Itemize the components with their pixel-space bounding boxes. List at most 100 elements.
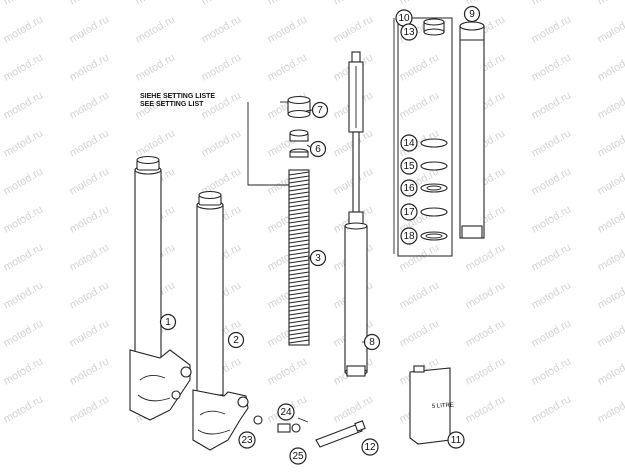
watermark-text: motod.ru — [397, 51, 441, 83]
watermark-text: motod.ru — [397, 0, 441, 8]
callout-number: 24 — [280, 407, 292, 418]
callout-1: 1 — [159, 313, 177, 331]
spring-coil — [288, 247, 310, 252]
callout-13: 13 — [400, 23, 418, 41]
watermark-text: motod.ru — [529, 203, 573, 235]
watermark-text: motod.ru — [529, 317, 573, 349]
spring-coil — [288, 259, 310, 264]
seal-kit-box — [393, 17, 453, 257]
spring-seat — [289, 129, 309, 158]
watermark-text: motod.ru — [595, 89, 625, 121]
callout-number: 11 — [451, 435, 462, 446]
callout-number: 9 — [469, 9, 475, 20]
watermark-text: motod.ru — [595, 393, 625, 425]
watermark-text: motod.ru — [331, 0, 375, 8]
watermark-text: motod.ru — [67, 279, 111, 311]
callout-circle — [463, 5, 481, 23]
watermark-text: motod.ru — [595, 0, 625, 8]
callout-2: 2 — [227, 331, 245, 349]
spring-coil — [288, 187, 310, 192]
spring-coil — [288, 223, 310, 228]
watermark-text: motod.ru — [265, 13, 309, 45]
spring-coil — [288, 299, 310, 304]
spring-coil — [288, 175, 310, 180]
spring-coil — [288, 191, 310, 196]
watermark-text: motod.ru — [67, 13, 111, 45]
watermark-text: motod.ru — [133, 51, 177, 83]
watermark-text: motod.ru — [67, 203, 111, 235]
callout-circle — [447, 431, 465, 449]
spring-coil — [288, 339, 310, 344]
watermark-text: motod.ru — [595, 279, 625, 311]
spring-preload-adjuster — [287, 95, 311, 119]
oil-can: 5 LITRE — [409, 365, 454, 445]
watermark-text: motod.ru — [1, 317, 45, 349]
watermark-text: motod.ru — [67, 165, 111, 197]
callout-number: 10 — [398, 13, 410, 24]
watermark-text: motod.ru — [529, 393, 573, 425]
setting-note-line1: SIEHE SETTING LISTE — [140, 93, 215, 100]
spring-coil — [288, 227, 310, 232]
watermark-text: motod.ru — [199, 13, 243, 45]
watermark-text: motod.ru — [1, 89, 45, 121]
watermark-text: motod.ru — [1, 127, 45, 159]
callout-23: 23 — [238, 431, 256, 449]
callout-number: 18 — [403, 231, 415, 242]
spring-coil — [288, 195, 310, 200]
spring-coil — [288, 303, 310, 308]
watermark-text: motod.ru — [1, 393, 45, 425]
spring-coil — [288, 315, 310, 320]
callout-circle — [400, 157, 418, 175]
fork-leg-left — [129, 155, 192, 421]
watermark-text: motod.ru — [67, 317, 111, 349]
spring-coil — [288, 331, 310, 336]
watermark-text: motod.ru — [529, 127, 573, 159]
callout-circle — [159, 313, 177, 331]
watermark-text: motod.ru — [1, 165, 45, 197]
spring-coil — [288, 275, 310, 280]
spring-coil — [288, 279, 310, 284]
watermark-text: motod.ru — [133, 13, 177, 45]
spring-coil — [288, 199, 310, 204]
oil-can-label: 5 LITRE — [432, 402, 454, 410]
watermark-text: motod.ru — [595, 203, 625, 235]
watermark-text: motod.ru — [595, 51, 625, 83]
spring-coil — [288, 179, 310, 184]
spring-coil — [288, 203, 310, 208]
inner-tube — [459, 21, 485, 239]
watermark-text: motod.ru — [199, 51, 243, 83]
watermark-text: motod.ru — [529, 0, 573, 8]
callout-circle — [400, 179, 418, 197]
callout-25: 25 — [289, 447, 307, 465]
callout-number: 7 — [317, 105, 323, 116]
watermark-text: motod.ru — [331, 13, 375, 45]
watermark-text: motod.ru — [1, 13, 45, 45]
watermark-text: motod.ru — [529, 241, 573, 273]
watermark-text: motod.ru — [595, 127, 625, 159]
watermark-text: motod.ru — [67, 0, 111, 8]
callout-17: 17 — [400, 203, 418, 221]
spring-coil — [288, 243, 310, 248]
watermark-text: motod.ru — [1, 203, 45, 235]
watermark-text: motod.ru — [1, 51, 45, 83]
callout-number: 17 — [403, 207, 415, 218]
watermark-text: motod.ru — [595, 165, 625, 197]
callout-circle — [311, 101, 329, 119]
callout-number: 23 — [241, 435, 253, 446]
spring-coil — [288, 239, 310, 244]
spring-coil — [288, 235, 310, 240]
watermark-text: motod.ru — [67, 127, 111, 159]
spring-coil — [288, 323, 310, 328]
watermark-text: motod.ru — [529, 279, 573, 311]
watermark-text: motod.ru — [67, 241, 111, 273]
spring-coil — [288, 311, 310, 316]
watermark-text: motod.ru — [529, 355, 573, 387]
spring-coil — [288, 255, 310, 260]
watermark-text: motod.ru — [133, 127, 177, 159]
callout-circle — [309, 140, 327, 158]
callout-number: 1 — [165, 317, 171, 328]
setting-note-line2: SEE SETTING LIST — [140, 101, 204, 108]
watermark-text: motod.ru — [67, 393, 111, 425]
